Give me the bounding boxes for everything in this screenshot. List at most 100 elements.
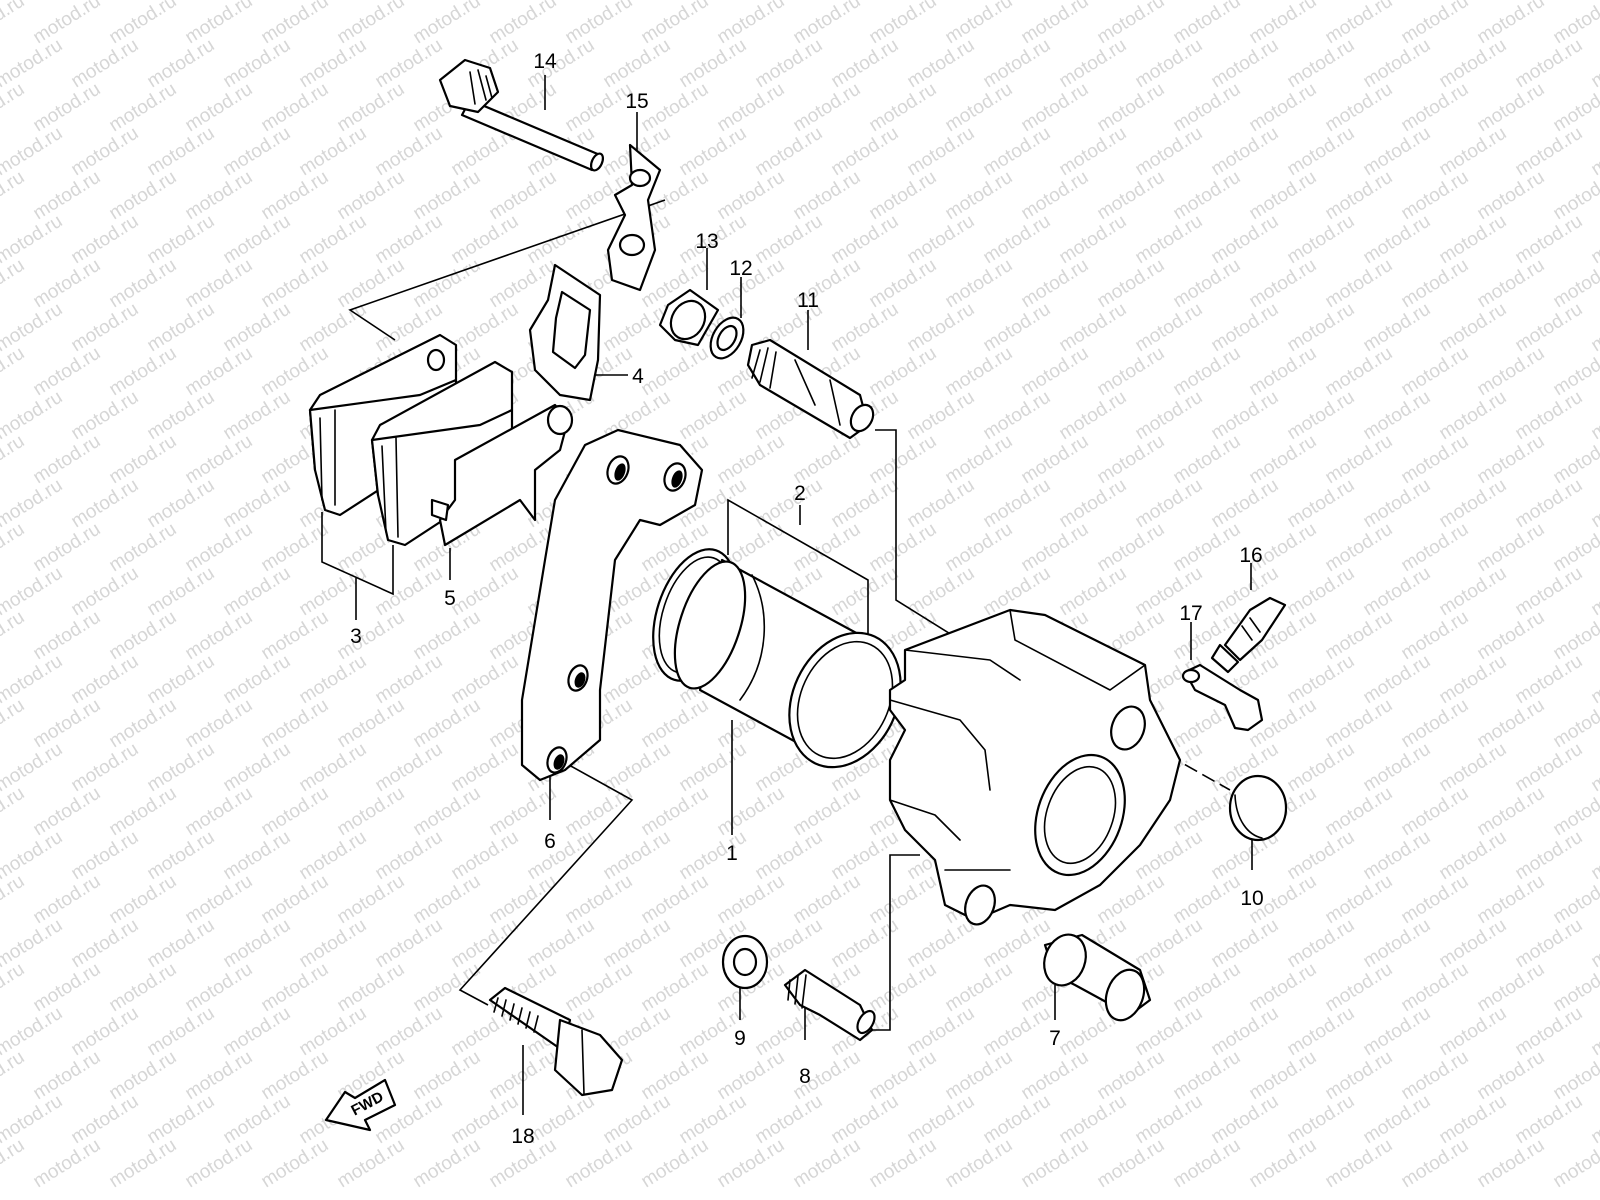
watermark-text: motod.ru — [638, 0, 713, 48]
watermark-text: motod.ru — [1322, 167, 1397, 225]
watermark-text: motod.ru — [1512, 651, 1587, 709]
watermark-text: motod.ru — [1588, 739, 1600, 797]
watermark-text: motod.ru — [600, 827, 675, 885]
watermark-text: motod.ru — [562, 871, 637, 929]
part-18-mounting-bolt — [488, 986, 624, 1097]
watermark-text: motod.ru — [904, 1091, 979, 1149]
watermark-text: motod.ru — [524, 915, 599, 973]
watermark-text: motod.ru — [30, 1135, 105, 1193]
watermark-text: motod.ru — [676, 739, 751, 797]
watermark-text: motod.ru — [1360, 475, 1435, 533]
watermark-text: motod.ru — [1018, 1135, 1093, 1193]
watermark-text: motod.ru — [144, 1091, 219, 1149]
watermark-text: motod.ru — [30, 79, 105, 137]
watermark-text: motod.ru — [30, 343, 105, 401]
watermark-text: motod.ru — [296, 827, 371, 885]
watermark-text: motod.ru — [182, 607, 257, 665]
watermark-text: motod.ru — [790, 783, 865, 841]
watermark-text: motod.ru — [1436, 739, 1511, 797]
watermark-text: motod.ru — [638, 1047, 713, 1105]
watermark-text: motod.ru — [372, 915, 447, 973]
part-4-pad-spring — [528, 263, 602, 402]
watermark-text: motod.ru — [1094, 0, 1169, 48]
watermark-text: motod.ru — [1322, 1135, 1397, 1193]
watermark-text: motod.ru — [182, 255, 257, 313]
watermark-text: motod.ru — [1132, 35, 1207, 93]
watermark-text: motod.ru — [828, 35, 903, 93]
watermark-text: motod.ru — [1208, 211, 1283, 269]
watermark-text: motod.ru — [1208, 35, 1283, 93]
watermark-text: motod.ru — [1398, 519, 1473, 577]
watermark-text: motod.ru — [410, 783, 485, 841]
watermark-text: motod.ru — [144, 475, 219, 533]
watermark-text: motod.ru — [638, 871, 713, 929]
watermark-text: motod.ru — [1132, 1091, 1207, 1149]
watermark-text: motod.ru — [600, 1091, 675, 1149]
watermark-text: motod.ru — [1588, 211, 1600, 269]
watermark-text: motod.ru — [68, 299, 143, 357]
watermark-text: motod.ru — [1474, 431, 1549, 489]
watermark-text: motod.ru — [600, 35, 675, 93]
watermark-text: motod.ru — [1018, 167, 1093, 225]
watermark-text: motod.ru — [448, 739, 523, 797]
watermark-text: motod.ru — [334, 783, 409, 841]
watermark-text: motod.ru — [714, 1135, 789, 1193]
watermark-text: motod.ru — [144, 35, 219, 93]
watermark-text: motod.ru — [0, 783, 28, 841]
watermark-text: motod.ru — [1322, 607, 1397, 665]
watermark-text: motod.ru — [334, 167, 409, 225]
watermark-text: motod.ru — [1360, 299, 1435, 357]
watermark-text: motod.ru — [866, 255, 941, 313]
watermark-text: motod.ru — [1360, 1091, 1435, 1149]
watermark-text: motod.ru — [1094, 79, 1169, 137]
watermark-text: motod.ru — [1246, 167, 1321, 225]
watermark-text: motod.ru — [334, 79, 409, 137]
watermark-text: motod.ru — [676, 387, 751, 445]
watermark-text: motod.ru — [1360, 915, 1435, 973]
watermark-text: motod.ru — [296, 35, 371, 93]
watermark-text: motod.ru — [30, 959, 105, 1017]
watermark-text: motod.ru — [410, 0, 485, 48]
watermark-text: motod.ru — [942, 0, 1017, 48]
watermark-text: motod.ru — [296, 211, 371, 269]
watermark-text: motod.ru — [714, 0, 789, 48]
watermark-text: motod.ru — [828, 123, 903, 181]
callout-6: 6 — [544, 830, 556, 853]
callout-3: 3 — [350, 625, 362, 648]
watermark-text: motod.ru — [1056, 1091, 1131, 1149]
watermark-text: motod.ru — [1398, 959, 1473, 1017]
watermark-text: motod.ru — [372, 739, 447, 797]
watermark-text: motod.ru — [1436, 299, 1511, 357]
watermark-text: motod.ru — [1246, 1135, 1321, 1193]
watermark-text: motod.ru — [106, 783, 181, 841]
watermark-text: motod.ru — [1018, 79, 1093, 137]
watermark-text: motod.ru — [68, 123, 143, 181]
watermark-text: motod.ru — [334, 1135, 409, 1193]
watermark-text: motod.ru — [1512, 1091, 1587, 1149]
watermark-text: motod.ru — [448, 651, 523, 709]
watermark-text: motod.ru — [1398, 783, 1473, 841]
watermark-text: motod.ru — [866, 959, 941, 1017]
watermark-text: motod.ru — [752, 123, 827, 181]
watermark-text: motod.ru — [1056, 211, 1131, 269]
part-6-caliper-bracket — [520, 428, 704, 782]
watermark-text: motod.ru — [0, 167, 28, 225]
watermark-text: motod.ru — [372, 827, 447, 885]
watermark-text: motod.ru — [1398, 431, 1473, 489]
watermark-text: motod.ru — [1360, 123, 1435, 181]
watermark-text: motod.ru — [524, 827, 599, 885]
watermark-text: motod.ru — [1094, 1047, 1169, 1105]
watermark-text: motod.ru — [1170, 431, 1245, 489]
watermark-text: motod.ru — [182, 167, 257, 225]
watermark-text: motod.ru — [144, 651, 219, 709]
watermark-text: motod.ru — [0, 255, 28, 313]
watermark-text: motod.ru — [410, 255, 485, 313]
watermark-text: motod.ru — [752, 827, 827, 885]
watermark-text: motod.ru — [1094, 255, 1169, 313]
watermark-text: motod.ru — [904, 915, 979, 973]
watermark-text: motod.ru — [30, 519, 105, 577]
watermark-text: motod.ru — [828, 563, 903, 621]
watermark-text: motod.ru — [828, 1091, 903, 1149]
watermark-text: motod.ru — [296, 563, 371, 621]
watermark-text: motod.ru — [220, 827, 295, 885]
